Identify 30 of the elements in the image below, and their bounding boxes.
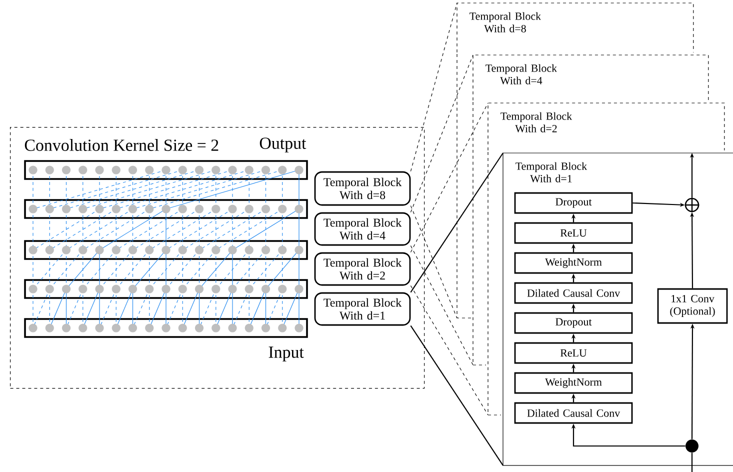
input-label: Input bbox=[268, 346, 304, 362]
input-line bbox=[691, 452, 693, 472]
zoom-line bbox=[410, 152, 504, 293]
layer-box: Dilated Causal Conv bbox=[514, 402, 633, 424]
zoom-line bbox=[410, 285, 488, 416]
zoom-line bbox=[410, 245, 474, 366]
layer-box: 1x1 Conv (Optional) bbox=[657, 288, 728, 324]
layer-box: WeightNorm bbox=[514, 252, 633, 274]
block-panel: Temporal Block With d=4 bbox=[472, 54, 709, 101]
zoom-line bbox=[410, 2, 458, 172]
layer-box: Dilated Causal Conv bbox=[514, 282, 633, 304]
zoom-line bbox=[410, 205, 458, 318]
block-box: Temporal Block With d=1 bbox=[314, 292, 411, 326]
block-box: Temporal Block With d=4 bbox=[314, 212, 411, 246]
layer-box: WeightNorm bbox=[514, 372, 633, 394]
block-panel: Temporal Block With d=2 bbox=[488, 102, 725, 151]
zoom-line bbox=[410, 54, 474, 213]
zoom-line bbox=[410, 325, 504, 466]
layer-box: ReLU bbox=[514, 342, 633, 364]
block-box: Temporal Block With d=2 bbox=[314, 252, 411, 286]
sum-symbol bbox=[684, 197, 700, 213]
layer-box: Dropout bbox=[514, 312, 633, 334]
layer-box: Dropout bbox=[514, 192, 633, 214]
zoom-line bbox=[410, 102, 488, 253]
layer-box: ReLU bbox=[514, 222, 633, 244]
panel-title: Convolution Kernel Size = 2 bbox=[24, 139, 218, 151]
block-box: Temporal Block With d=8 bbox=[314, 171, 411, 206]
output-label: Output bbox=[260, 138, 306, 152]
block-panel: Temporal Block With d=8 bbox=[456, 2, 694, 53]
junction-dot bbox=[686, 440, 698, 452]
